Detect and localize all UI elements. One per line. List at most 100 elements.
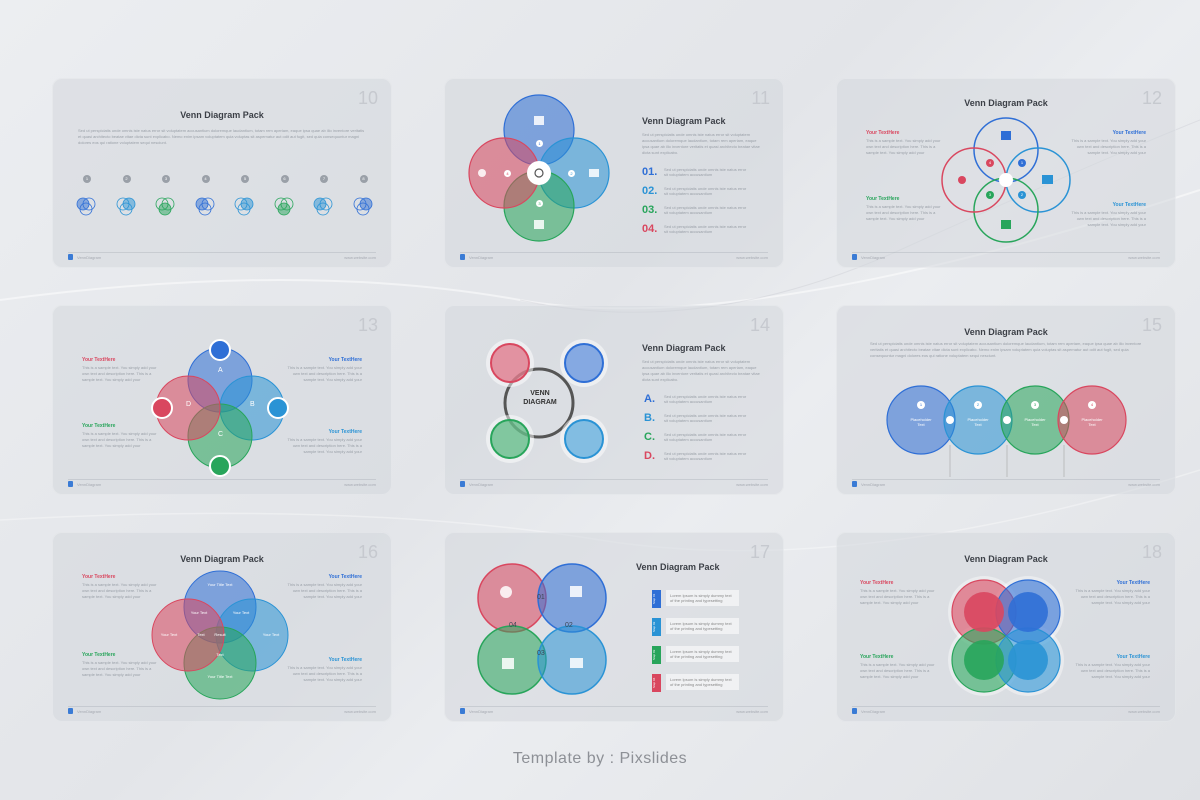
chain-text: Placeholder Text xyxy=(1024,417,1046,427)
text-heading: Your TextHere xyxy=(1116,654,1150,660)
slide-title: Venn Diagram Pack xyxy=(642,343,726,353)
slide-title: Venn Diagram Pack xyxy=(964,98,1048,108)
list-letter: A. xyxy=(644,393,655,405)
slide-number: 11 xyxy=(751,88,770,108)
chain-venn xyxy=(886,385,1127,477)
footer-brand: VennDiagram xyxy=(852,254,885,260)
text-body: This is a sample text. You simply add yo… xyxy=(866,138,941,155)
text-body: This is a sample text. You simply add yo… xyxy=(287,582,362,599)
step-text: Lorem Ipsum is simply dummy text of the … xyxy=(666,646,739,662)
footer-divider xyxy=(852,251,1160,252)
slide-11[interactable]: 11 Venn Diagram Pack Sed ut perspiciatis… xyxy=(444,78,784,268)
slide-10[interactable]: 10 Venn Diagram Pack Sed ut perspiciatis… xyxy=(52,78,392,268)
ring-lightblue xyxy=(564,419,604,459)
chain-text: Placeholder Text xyxy=(1081,417,1103,427)
footer-site: www.website.com xyxy=(736,255,768,260)
text-body: This is a sample text. You simply add yo… xyxy=(866,204,941,221)
text-body: This is a sample text. You simply add yo… xyxy=(1075,662,1150,679)
brand-logo xyxy=(460,481,465,487)
slide-15[interactable]: 15 Venn Diagram Pack Sed ut perspiciatis… xyxy=(836,305,1176,495)
calculator-icon xyxy=(964,640,1004,680)
slide-number: 18 xyxy=(1141,542,1162,562)
chain-circle-4 xyxy=(1057,385,1127,455)
brand-name: VennDiagram xyxy=(469,254,494,260)
footer-brand: VennDiagram xyxy=(68,708,101,714)
list-text: Sed ut perspiciatis unde omnis iste natu… xyxy=(664,186,747,196)
step-number: 3 xyxy=(162,175,170,183)
text-body: This is a sample text. You simply add yo… xyxy=(82,582,157,599)
text-heading: Your TextHere xyxy=(860,654,894,660)
list-number: 01. xyxy=(642,166,658,178)
footer-brand: VennDiagram xyxy=(68,481,101,487)
footer-site: www.website.com xyxy=(344,709,376,714)
footer-divider xyxy=(852,705,1160,706)
slide-14[interactable]: 14 VENN DIAGRAM Venn Diagram Pack Sed ut… xyxy=(444,305,784,495)
mini-venn-icon xyxy=(75,196,97,216)
chart-icon xyxy=(1001,131,1011,140)
text-body: This is a sample text. You simply add yo… xyxy=(1071,210,1146,227)
footer-divider xyxy=(68,251,376,252)
text-body: This is a sample text. You simply add yo… xyxy=(1075,588,1150,605)
text-body: This is a sample text. You simply add yo… xyxy=(287,437,362,454)
overlap-label: 03 xyxy=(537,650,545,657)
region-top: Your Title Text xyxy=(207,582,233,587)
step-number: 4 xyxy=(201,175,210,183)
slide-paragraph: Sed ut perspiciatis unde omnis iste natu… xyxy=(642,359,760,382)
list-text: Sed ut perspiciatis unde omnis iste natu… xyxy=(664,224,747,234)
chain-text: Placeholder Text xyxy=(967,417,989,427)
text-heading: Your TextHere xyxy=(82,652,116,658)
outlined-venn xyxy=(941,117,1071,243)
text-heading: Your TextHere xyxy=(1112,202,1146,208)
text-heading: Your TextHere xyxy=(82,423,116,429)
mini-venn-icon xyxy=(115,196,137,216)
footer-site: www.website.com xyxy=(736,482,768,487)
brand-logo xyxy=(852,708,857,714)
overlap-label: 01 xyxy=(537,594,545,601)
chain-number: 3 xyxy=(1031,401,1039,409)
four-petal-venn xyxy=(468,94,610,242)
slide-paragraph: Sed ut perspiciatis unde omnis iste natu… xyxy=(642,132,760,155)
step-tag: Step 01 xyxy=(652,590,661,608)
slide-number: 16 xyxy=(357,542,378,562)
text-body: This is a sample text. You simply add yo… xyxy=(860,662,935,679)
chart-icon xyxy=(534,116,544,125)
slide-number: 12 xyxy=(1141,88,1162,108)
overlap-label: 02 xyxy=(565,622,573,629)
footer-brand: VennDiagram xyxy=(68,254,101,260)
slide-paragraph: Sed ut perspiciatis unde omnis iste natu… xyxy=(870,341,1142,358)
arrow-icon xyxy=(1060,416,1068,424)
circle-number: 2 xyxy=(1018,191,1026,199)
circle-number: 2 xyxy=(568,170,575,177)
mini-venn-icon xyxy=(312,196,334,216)
footer-site: www.website.com xyxy=(1128,255,1160,260)
slide-title: Venn Diagram Pack xyxy=(964,554,1048,564)
gears-icon xyxy=(534,168,544,178)
brand-logo xyxy=(852,254,857,260)
list-text: Sed ut perspiciatis unde omnis iste natu… xyxy=(664,432,747,442)
text-heading: Your TextHere xyxy=(82,574,116,580)
bulb-icon xyxy=(999,173,1013,187)
text-heading: Your TextHere xyxy=(860,580,894,586)
region-letter: B xyxy=(250,401,255,408)
region-inner-tl: Your Text xyxy=(190,610,208,615)
brand-name: VennDiagram xyxy=(861,254,886,260)
list-text: Sed ut perspiciatis unde omnis iste natu… xyxy=(664,167,747,177)
briefcase-icon xyxy=(570,658,583,668)
slide-number: 13 xyxy=(357,315,378,335)
mini-venn-icon xyxy=(273,196,295,216)
list-text: Sed ut perspiciatis unde omnis iste natu… xyxy=(664,413,747,423)
slide-number: 14 xyxy=(749,315,770,335)
list-letter: B. xyxy=(644,412,655,424)
brand-name: VennDiagram xyxy=(861,708,886,714)
center-ring xyxy=(503,367,575,439)
briefcase-icon xyxy=(1042,175,1053,184)
step-number: 1 xyxy=(83,175,91,183)
text-body: This is a sample text. You simply add yo… xyxy=(82,365,157,382)
step-text: Lorem Ipsum is simply dummy text of the … xyxy=(666,590,739,606)
footer-site: www.website.com xyxy=(344,255,376,260)
